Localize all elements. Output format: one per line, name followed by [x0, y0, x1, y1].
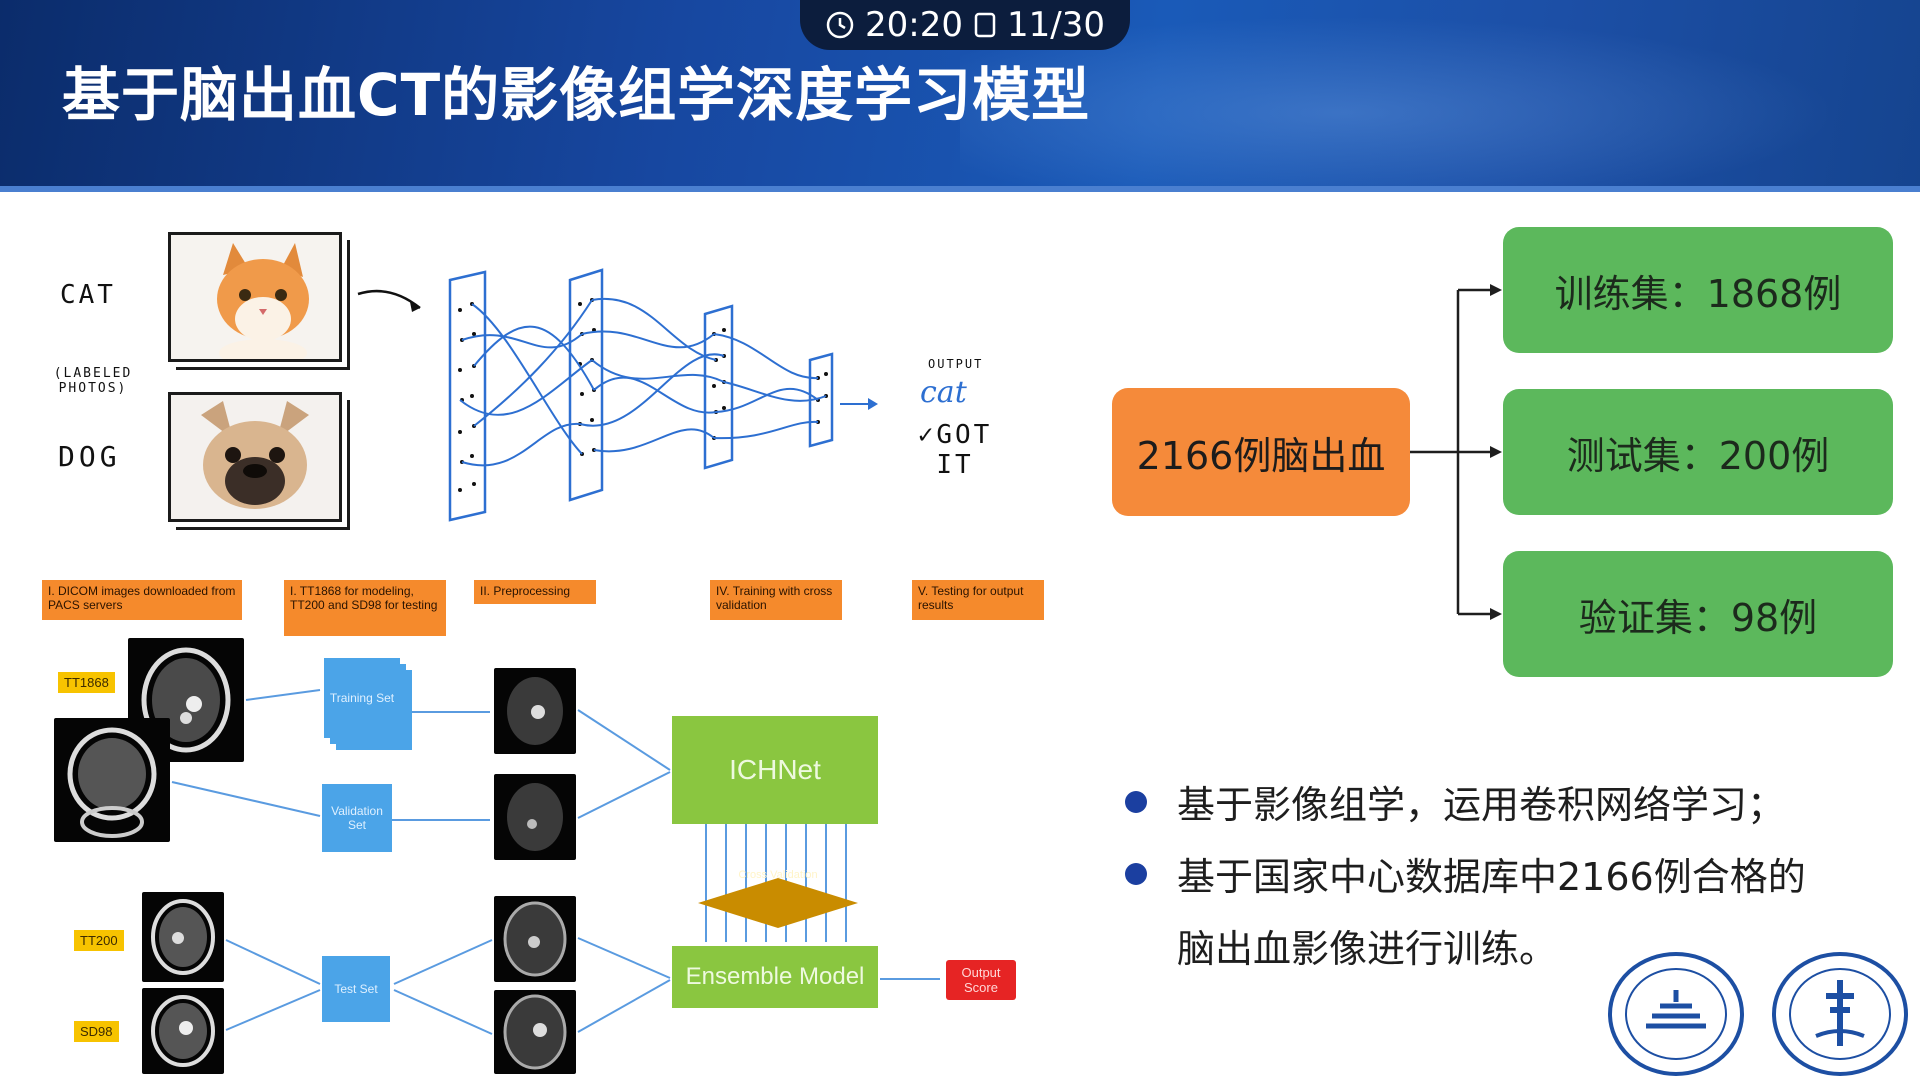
clock-icon: [826, 11, 854, 39]
step-2-box: I. TT1868 for modeling, TT200 and SD98 f…: [284, 580, 446, 636]
ct-scan-image: [494, 668, 576, 754]
training-set-box: Training Set: [324, 658, 400, 738]
tag-sd98: SD98: [74, 1021, 119, 1042]
bullet-2-text: 基于国家中心数据库中2166例合格的: [1177, 855, 1806, 899]
split-arrows: [1410, 284, 1502, 620]
total-cases-box: 2166例脑出血: [1112, 388, 1410, 516]
ct-scan-image: [54, 718, 170, 842]
dog-label: DOG: [58, 440, 121, 473]
header-divider: [0, 186, 1920, 192]
status-time: 20:20: [865, 5, 963, 45]
capital-medical-university-logo: [1772, 952, 1908, 1076]
ct-scan-icon: [507, 783, 563, 851]
bullet-2: 基于国家中心数据库中2166例合格的: [1125, 846, 1806, 901]
test-set-box: Test Set: [322, 956, 390, 1022]
dog-photo: [168, 392, 342, 522]
validation-set-box: Validation Set: [322, 784, 392, 852]
validation-set-card: 验证集：98例: [1503, 551, 1893, 677]
test-set-card: 测试集：200例: [1503, 389, 1893, 515]
tag-tt200: TT200: [74, 930, 124, 951]
output-score-box: Output Score: [946, 960, 1016, 1000]
ct-scan-icon: [503, 901, 567, 977]
tag-tt1868: TT1868: [58, 672, 115, 693]
ct-scan-image: [142, 892, 224, 982]
train-set-card: 训练集：1868例: [1503, 227, 1893, 353]
got-it-label: ✓GOT IT: [917, 420, 993, 480]
step-4-box: IV. Training with cross validation: [710, 580, 842, 620]
ct-scan-icon: [507, 677, 563, 745]
tiantan-hospital-logo: [1608, 952, 1744, 1076]
slide-header: 20:20 11/30 基于脑出血CT的影像组学深度学习模型: [0, 0, 1920, 188]
labeled-photos-label: (LABELED PHOTOS): [53, 366, 133, 396]
step-3-box: II. Preprocessing: [474, 580, 596, 604]
bullet-dot-icon: [1125, 790, 1147, 813]
pipeline-connectors: [171, 689, 940, 1035]
ct-scan-image: [494, 990, 576, 1074]
ct-scan-icon: [151, 995, 215, 1067]
ct-scan-icon: [67, 727, 157, 838]
ct-scan-image: [494, 896, 576, 982]
output-value: cat: [920, 375, 967, 410]
cat-photo: [168, 232, 342, 367]
cat-image-icon: [171, 235, 339, 367]
page-icon: [974, 12, 996, 38]
neural-network-diagram: [357, 268, 878, 522]
ichnet-box: ICHNet: [672, 716, 878, 824]
bullet-2-continued: 脑出血影像进行训练。: [1177, 927, 1558, 971]
cross-validation-label: Cross Validation: [738, 869, 818, 881]
status-pill: 20:20 11/30: [800, 0, 1130, 50]
output-label: OUTPUT: [928, 357, 984, 371]
ct-scan-image: [142, 988, 224, 1074]
bullet-dot-icon: [1125, 862, 1147, 885]
ct-scan-image: [494, 774, 576, 860]
ct-scan-icon: [503, 994, 567, 1070]
step-5-box: V. Testing for output results: [912, 580, 1044, 620]
bullet-1-text: 基于影像组学，运用卷积网络学习；: [1177, 783, 1786, 827]
ct-scan-icon: [151, 899, 215, 975]
step-1-box: I. DICOM images downloaded from PACS ser…: [42, 580, 242, 620]
dog-image-icon: [171, 395, 339, 519]
ensemble-model-box: Ensemble Model: [672, 946, 878, 1008]
cat-label: CAT: [60, 280, 116, 310]
bullet-1: 基于影像组学，运用卷积网络学习；: [1125, 774, 1785, 829]
slide-title: 基于脑出血CT的影像组学深度学习模型: [62, 61, 1091, 129]
status-page: 11/30: [1007, 5, 1105, 45]
